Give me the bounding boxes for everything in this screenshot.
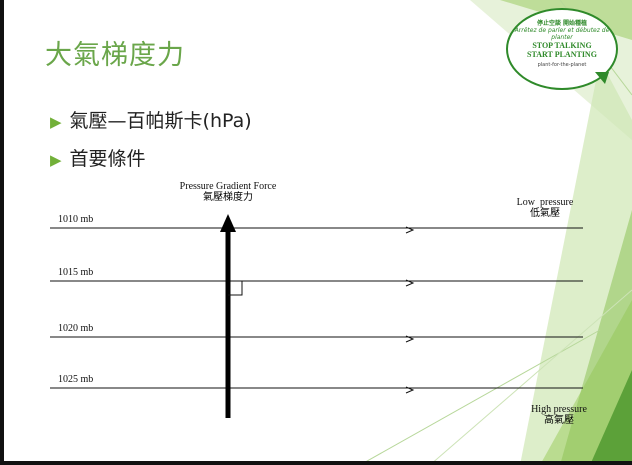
flow-chevron-icon bbox=[405, 279, 415, 287]
right-angle-marker bbox=[228, 281, 243, 296]
high-pressure-label: High pressure 高氣壓 bbox=[516, 404, 602, 426]
pressure-gradient-arrow-head bbox=[220, 214, 236, 232]
isobar-label-1020: 1020 mb bbox=[58, 323, 94, 334]
speech-bubble-tail-icon bbox=[595, 72, 609, 84]
isobar-label-1010: 1010 mb bbox=[58, 214, 94, 225]
logo-line-footer: plant-for-the-planet bbox=[537, 62, 587, 68]
logo-line-start: START PLANTING bbox=[527, 50, 597, 59]
low-pressure-label: Low pressure 低氣壓 bbox=[500, 197, 590, 219]
flow-chevron-icon bbox=[405, 335, 415, 343]
isobar-label-1025: 1025 mb bbox=[58, 374, 94, 385]
bullet-text: 氣壓—百帕斯卡(hPa) bbox=[69, 110, 252, 132]
high-pressure-label-en: High pressure bbox=[531, 404, 587, 415]
logo-line-zh: 停止空談 開始種植 bbox=[536, 20, 588, 27]
bullet-text: 首要條件 bbox=[69, 148, 146, 170]
bottom-border bbox=[0, 461, 632, 465]
bullet-item: ▶ 氣壓—百帕斯卡(hPa) bbox=[50, 106, 252, 133]
flow-chevron-icon bbox=[405, 386, 415, 394]
isobar-label-1015: 1015 mb bbox=[58, 267, 94, 278]
arrow-label-en: Pressure Gradient Force bbox=[179, 181, 277, 192]
low-pressure-label-zh: 低氣壓 bbox=[530, 208, 560, 219]
slide-title: 大氣梯度力 bbox=[45, 40, 185, 71]
flow-chevron-icon bbox=[405, 226, 415, 234]
logo-line-stop: STOP TALKING bbox=[532, 41, 592, 50]
bullet-item: ▶ 首要條件 bbox=[50, 144, 146, 171]
left-border bbox=[0, 0, 4, 465]
low-pressure-label-en: Low pressure bbox=[516, 197, 574, 208]
triangle-bullet-icon: ▶ bbox=[50, 113, 62, 131]
high-pressure-label-zh: 高氣壓 bbox=[544, 415, 574, 426]
arrow-label-zh: 氣壓梯度力 bbox=[203, 192, 253, 203]
logo-line-fr: Arrêtez de parler et débutez de planter bbox=[514, 27, 610, 41]
arrow-label: Pressure Gradient Force 氣壓梯度力 bbox=[168, 181, 288, 203]
triangle-bullet-icon: ▶ bbox=[50, 151, 62, 169]
